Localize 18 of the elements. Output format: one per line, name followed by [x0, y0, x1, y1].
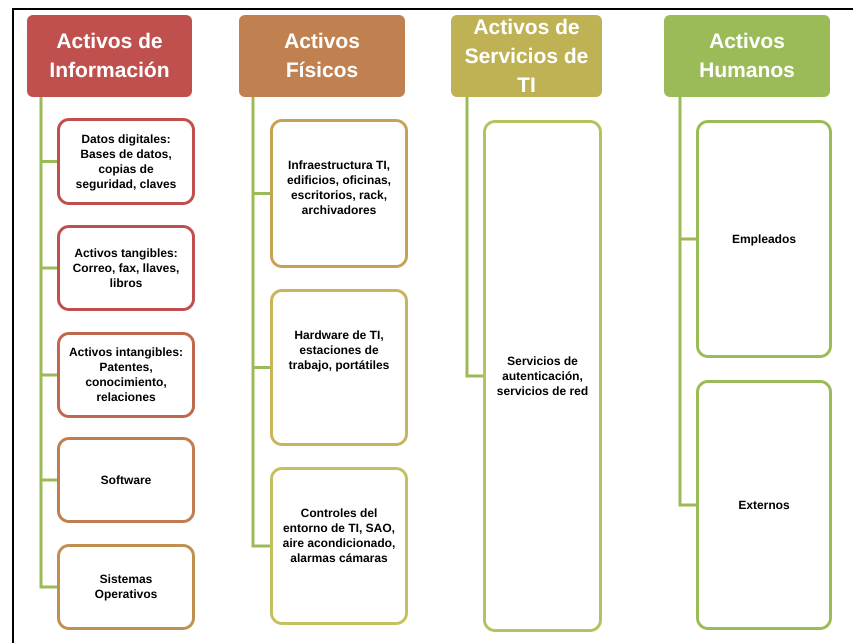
- asset-box: Hardware de TI, estaciones de trabajo, portátiles: [270, 289, 408, 446]
- category-header: Activos de Servicios de TI: [451, 15, 602, 97]
- connector-line: [678, 97, 696, 506]
- connector-line: [466, 97, 483, 378]
- asset-box: Externos: [696, 380, 832, 630]
- connector-line: [252, 97, 270, 548]
- asset-box: Activos tangibles: Correo, fax, llaves, libros: [57, 225, 195, 311]
- asset-box: Software: [57, 437, 195, 523]
- asset-box: Datos digitales: Bases de datos, copias de seguridad, claves: [57, 118, 195, 205]
- asset-box: Infraestructura TI, edificios, oficinas, escritorios, rack, archivadores: [270, 119, 408, 268]
- asset-box: Activos intangibles: Patentes, conocimiento, relaciones: [57, 332, 195, 418]
- asset-box: Empleados: [696, 120, 832, 358]
- asset-box: Servicios de autenticación, servicios de red: [483, 120, 602, 632]
- category-header: Activos Físicos: [239, 15, 405, 97]
- asset-box: Sistemas Operativos: [57, 544, 195, 630]
- asset-box: Controles del entorno de TI, SAO, aire acondicionado, alarmas cámaras: [270, 467, 408, 625]
- category-header: Activos Humanos: [664, 15, 830, 97]
- category-header: Activos de Información: [27, 15, 192, 97]
